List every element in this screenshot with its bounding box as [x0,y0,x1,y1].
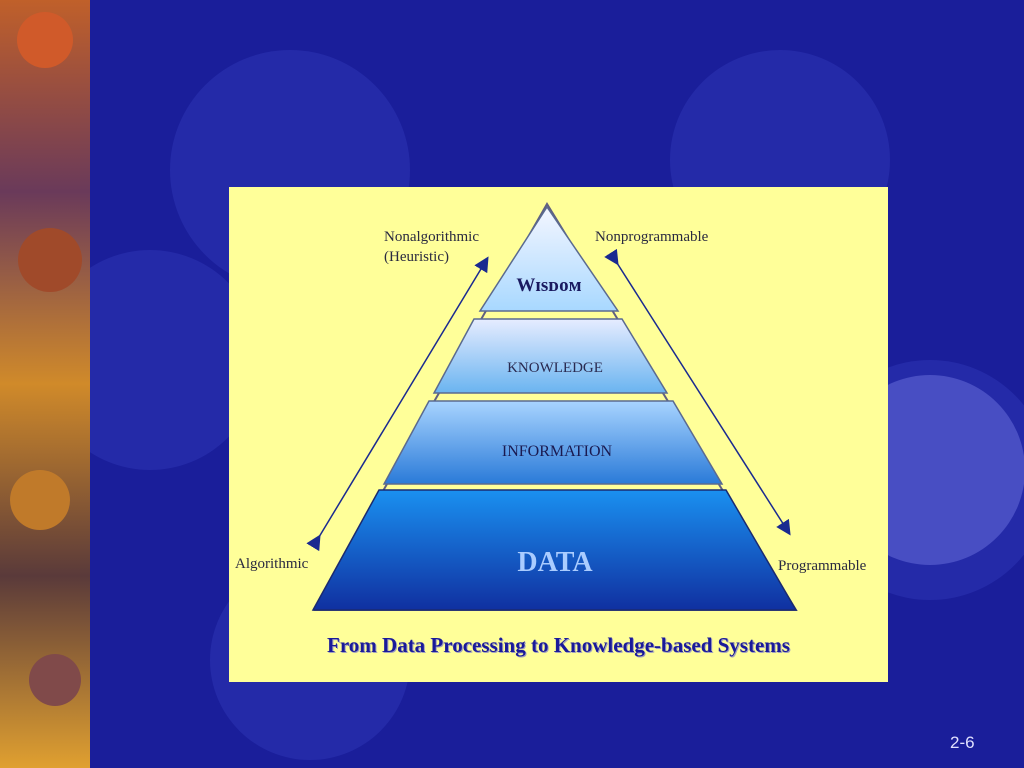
layer-label-knowledge: KNOWLEDGE [507,360,603,376]
pyramid-diagram: Wɪsᴅᴏᴍ KNOWLEDGE INFORMATION DATA [306,202,798,611]
diagram-panel: Wɪsᴅᴏᴍ KNOWLEDGE INFORMATION DATA Nonalg… [229,187,888,682]
knowledge-layer [432,318,669,394]
layer-label-wisdom: Wɪsᴅᴏᴍ [516,275,581,296]
decorative-strip [0,0,90,768]
wisdom-layer [478,205,620,312]
layer-label-data: DATA [517,547,593,578]
diagram-caption: From Data Processing to Knowledge-based … [327,633,790,657]
layer-label-information: INFORMATION [502,443,613,460]
page-number: 2-6 [950,733,975,752]
label-nonalgorithmic: Nonalgorithmic (Heuristic) [384,229,479,265]
label-algorithmic: Algorithmic [235,556,309,572]
label-nonprogrammable: Nonprogrammable [595,229,709,245]
left-double-arrow [306,256,489,552]
label-programmable: Programmable [778,558,867,574]
right-double-arrow [604,248,791,536]
